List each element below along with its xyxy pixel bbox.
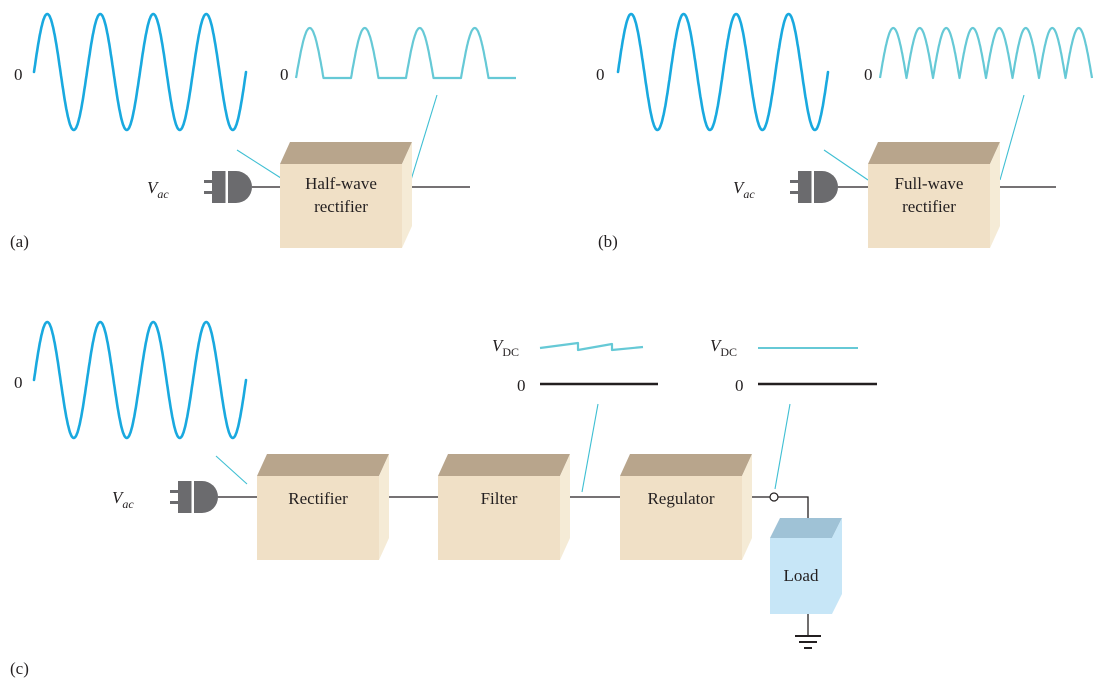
- zero-label: 0: [596, 65, 605, 84]
- vac-label: Vac: [733, 178, 755, 201]
- half-wave-rectifier-block: [280, 142, 412, 248]
- zero-label: 0: [14, 373, 23, 392]
- load-label: Load: [784, 566, 819, 585]
- filter-label: Filter: [481, 489, 518, 508]
- block-label-line-2: rectifier: [902, 197, 956, 216]
- vdc-label: VDC: [492, 336, 519, 359]
- vac-label: Vac: [112, 488, 134, 511]
- panel-a-label: (a): [10, 232, 29, 251]
- output-terminal-icon: [769, 492, 779, 502]
- panel-c: 0 Vac Rectifier Filter Regulator VDC 0 V…: [10, 320, 877, 678]
- callout-line: [999, 94, 1025, 181]
- panel-b-label: (b): [598, 232, 618, 251]
- panel-b: 0 0 Vac Full-wave rectifier (b): [596, 12, 1094, 251]
- zero-label: 0: [14, 65, 23, 84]
- vdc-label: VDC: [710, 336, 737, 359]
- block-label-line-1: Half-wave: [305, 174, 377, 193]
- ripple-dc-waveform: [539, 341, 644, 352]
- zero-label: 0: [735, 376, 744, 395]
- vac-label: Vac: [147, 178, 169, 201]
- ac-input-waveform: [32, 12, 248, 132]
- panel-c-label: (c): [10, 659, 29, 678]
- full-wave-output-waveform: [878, 26, 1094, 80]
- callout-line: [236, 149, 285, 181]
- callout-line: [823, 149, 869, 181]
- panel-a: 0 0 Vac Half-wave rectifier (a): [10, 12, 517, 251]
- callout-line: [410, 94, 438, 181]
- block-label-line-2: rectifier: [314, 197, 368, 216]
- regulator-label: Regulator: [647, 489, 714, 508]
- block-label-line-1: Full-wave: [895, 174, 964, 193]
- ac-input-waveform: [32, 320, 248, 440]
- zero-label: 0: [864, 65, 873, 84]
- zero-label: 0: [280, 65, 289, 84]
- rectifier-label: Rectifier: [288, 489, 348, 508]
- callout-line: [215, 455, 248, 485]
- ac-plug-icon: [203, 170, 253, 204]
- ground-icon: [795, 614, 821, 649]
- ac-input-waveform: [616, 12, 830, 132]
- load-block: [770, 518, 842, 614]
- ac-plug-icon: [169, 480, 219, 514]
- ac-plug-icon: [789, 170, 839, 204]
- callout-line: [581, 403, 599, 493]
- callout-line: [774, 403, 791, 490]
- half-wave-output-waveform: [294, 26, 517, 80]
- zero-label: 0: [517, 376, 526, 395]
- full-wave-rectifier-block: [868, 142, 1000, 248]
